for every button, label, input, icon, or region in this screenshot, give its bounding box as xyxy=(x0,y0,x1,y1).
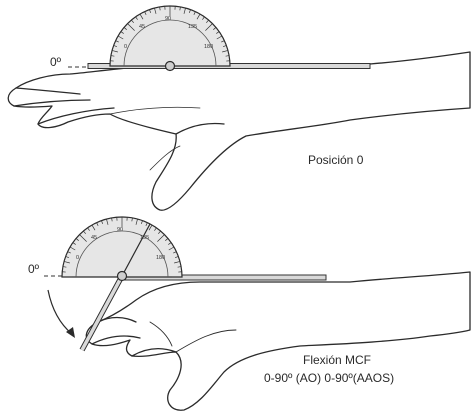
bottom-zero-label: 0º xyxy=(28,262,40,276)
bottom-tick-label-90: 90 xyxy=(117,227,123,233)
top-tick-label-135: 135 xyxy=(188,24,197,30)
bottom-tick-label-0: 0 xyxy=(76,255,79,261)
top-caption: Posición 0 xyxy=(308,153,364,167)
bottom-protractor: 0 45 90 135 180 xyxy=(62,217,182,277)
bottom-caption-line1: Flexión MCF xyxy=(303,353,371,367)
top-tick-label-180: 180 xyxy=(204,44,213,50)
top-tick-label-45: 45 xyxy=(139,24,145,30)
bottom-panel: 0º 0 45 90 135 180 Flexión MCF 0-90 xyxy=(28,217,470,410)
top-protractor: 0 45 90 135 180 xyxy=(110,6,230,71)
bottom-tick-label-180: 180 xyxy=(156,255,165,261)
top-panel: 0º 0 45 90 135 180 Posición 0 xyxy=(8,6,470,210)
flexion-arrowhead-icon xyxy=(66,327,75,338)
flexion-direction-arrow xyxy=(48,290,72,334)
top-hand-illustration xyxy=(8,52,470,210)
top-tick-label-90: 90 xyxy=(165,16,171,22)
top-goniometer-pivot xyxy=(166,62,175,71)
bottom-tick-label-45: 45 xyxy=(91,235,97,241)
bottom-goniometer-pivot xyxy=(118,272,127,281)
bottom-caption-line2: 0-90º (AO) 0-90º(AAOS) xyxy=(264,371,394,385)
top-zero-label: 0º xyxy=(50,55,62,69)
bottom-hand-illustration xyxy=(86,272,470,410)
top-tick-label-0: 0 xyxy=(124,44,127,50)
